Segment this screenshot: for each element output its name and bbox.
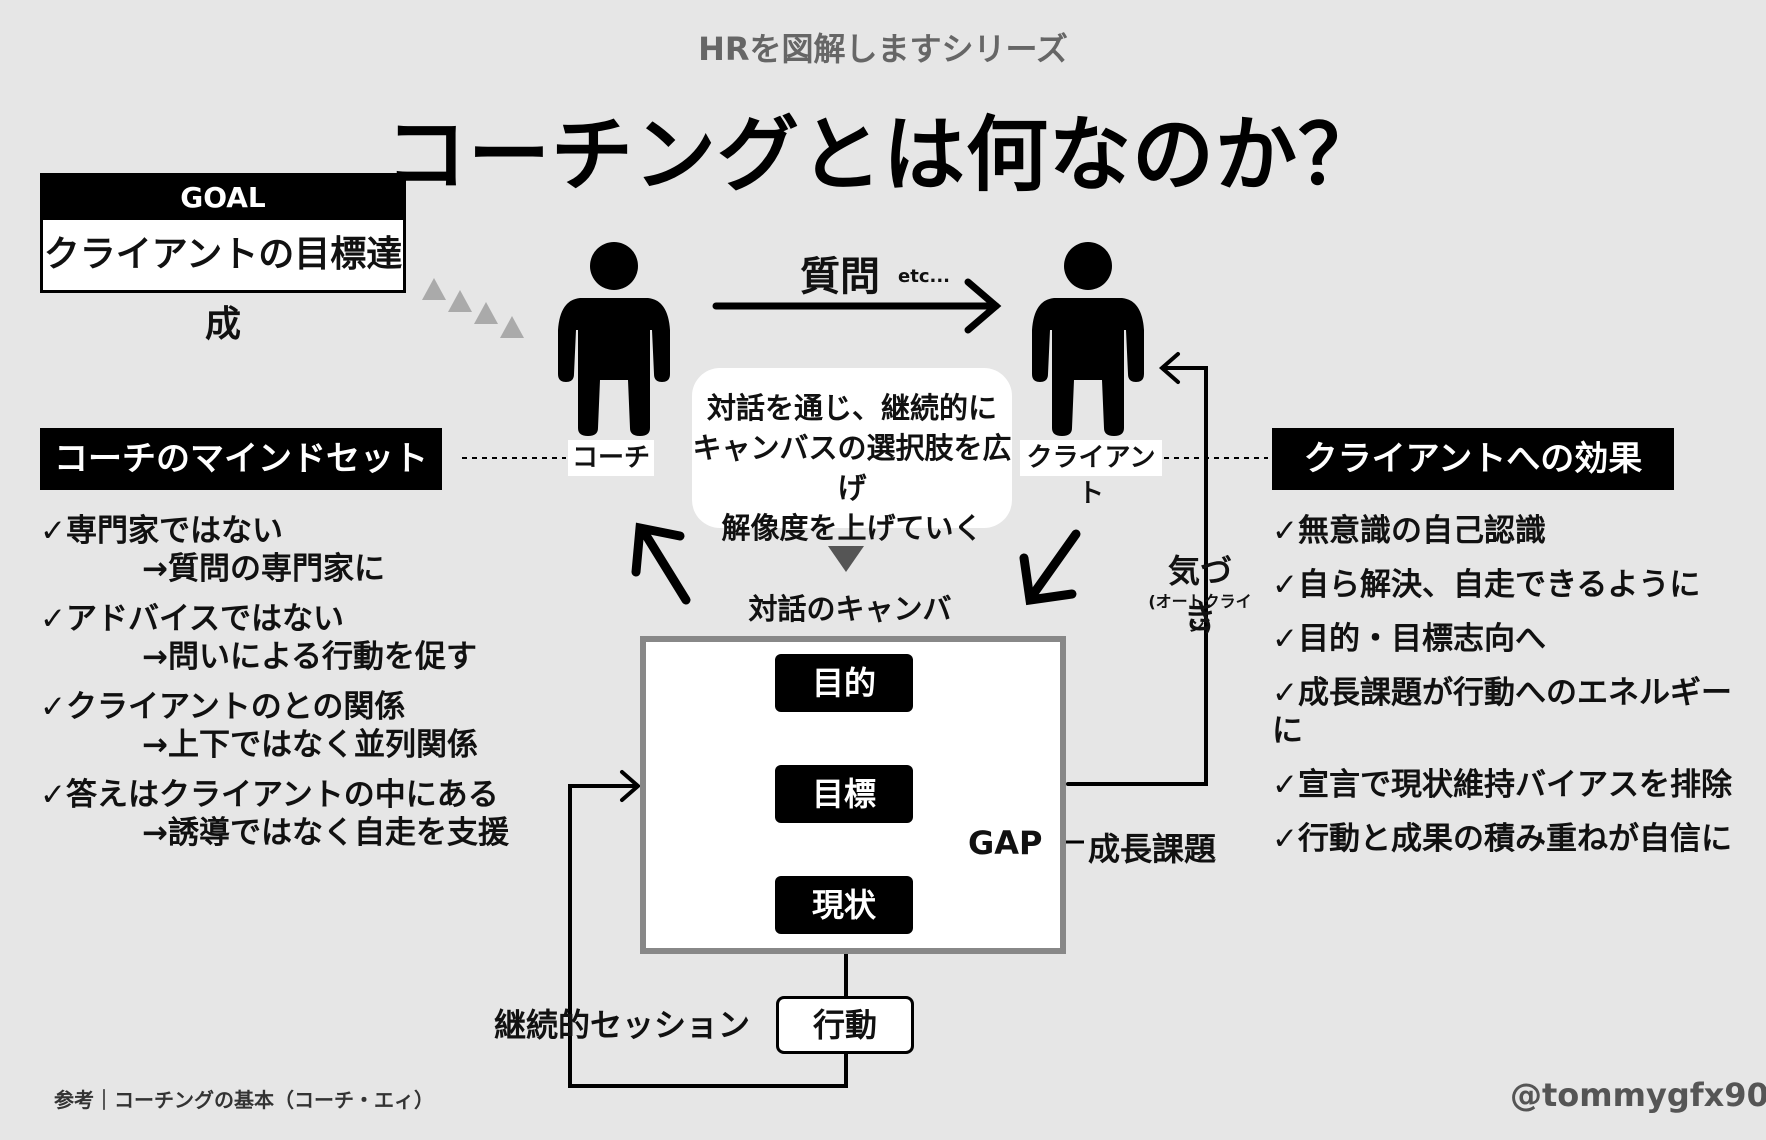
question-label: 質問 — [800, 254, 880, 300]
list-item-main: ✓専門家ではない — [40, 513, 283, 549]
list-item-main: ✓クライアントのとの関係 — [40, 689, 406, 725]
list-item: ✓答えはクライアントの中にある →誘導ではなく自走を支援 — [40, 776, 600, 852]
dialogue-bubble: 対話を通じ、継続的に キャンバスの選択肢を広げ 解像度を上げていく — [692, 368, 1012, 545]
coach-figure-icon — [558, 242, 670, 436]
goal-text: クライアントの目標達成 — [43, 234, 403, 345]
list-item: ✓クライアントのとの関係 →上下ではなく並列関係 — [40, 688, 600, 764]
author-handle: @tommygfx90 — [1510, 1076, 1766, 1114]
list-item-sub: →誘導ではなく自走を支援 — [142, 815, 509, 851]
goal-steps-triangles — [422, 278, 524, 338]
list-item-sub: →質問の専門家に — [142, 551, 385, 587]
bubble-line: 対話を通じ、継続的に — [706, 391, 997, 425]
coach-mindset-list: ✓専門家ではない →質問の専門家に ✓アドバイスではない →問いによる行動を促す… — [40, 512, 600, 864]
action-box: 行動 — [776, 996, 914, 1054]
list-item: ✓宣言で現状維持バイアスを排除 — [1272, 767, 1732, 803]
list-item-sub: →上下ではなく並列関係 — [142, 727, 478, 763]
purpose-block: 目的 — [775, 654, 913, 712]
list-item-main: ✓答えはクライアントの中にある — [40, 777, 499, 813]
client-figure-icon — [1032, 242, 1144, 436]
awareness-label: 気づき — [1167, 552, 1232, 636]
client-effects-list: ✓無意識の自己認識 ✓自ら解決、自走できるように ✓目的・目標志向へ ✓成長課題… — [1272, 512, 1752, 874]
list-item: ✓無意識の自己認識 — [1272, 513, 1546, 549]
awareness-feedback-line — [1066, 352, 1208, 786]
bubble-down-triangle — [828, 546, 864, 572]
growth-challenge-label: 成長課題 — [1088, 830, 1217, 868]
list-item-sub: →問いによる行動を促す — [142, 639, 478, 675]
goal-box: GOAL クライアントの目標達成 — [40, 173, 406, 345]
list-item: ✓行動と成果の積み重ねが自信に — [1272, 821, 1732, 857]
coach-mindset-heading: コーチのマインドセット — [40, 428, 442, 490]
series-subtitle: HRを図解しますシリーズ — [698, 30, 1068, 68]
session-loop-line — [568, 770, 848, 1088]
bubble-line: 解像度を上げていく — [721, 511, 983, 545]
list-item-main: ✓アドバイスではない — [40, 601, 345, 637]
current-state-block: 現状 — [775, 876, 913, 934]
awareness-sub-label: (オートクライン) — [1148, 592, 1252, 635]
list-item: ✓目的・目標志向へ — [1272, 621, 1546, 657]
list-item: ✓成長課題が行動へのエネルギーに — [1272, 675, 1732, 749]
target-block: 目標 — [775, 765, 913, 823]
client-effects-heading: クライアントへの効果 — [1272, 428, 1674, 490]
goal-heading: GOAL — [43, 176, 403, 220]
list-item: ✓自ら解決、自走できるように — [1272, 567, 1701, 603]
bubble-line: キャンバスの選択肢を広げ — [692, 431, 1012, 505]
page-title: コーチングとは何なのか？ — [384, 108, 1381, 203]
client-label: クライアント — [1020, 440, 1162, 509]
reference-note: 参考｜コーチングの基本（コーチ・エィ） — [54, 1088, 434, 1112]
arrow-from-client — [1019, 529, 1081, 606]
continuous-session-label: 継続的セッション — [494, 1006, 751, 1044]
list-item: ✓専門家ではない →質問の専門家に — [40, 512, 600, 588]
list-item: ✓アドバイスではない →問いによる行動を促す — [40, 600, 600, 676]
question-arrow — [712, 278, 1002, 334]
gap-label: GAP — [968, 824, 1043, 862]
coach-label: コーチ — [568, 440, 654, 476]
question-etc: etc... — [898, 266, 950, 287]
arrow-to-coach — [631, 522, 691, 605]
